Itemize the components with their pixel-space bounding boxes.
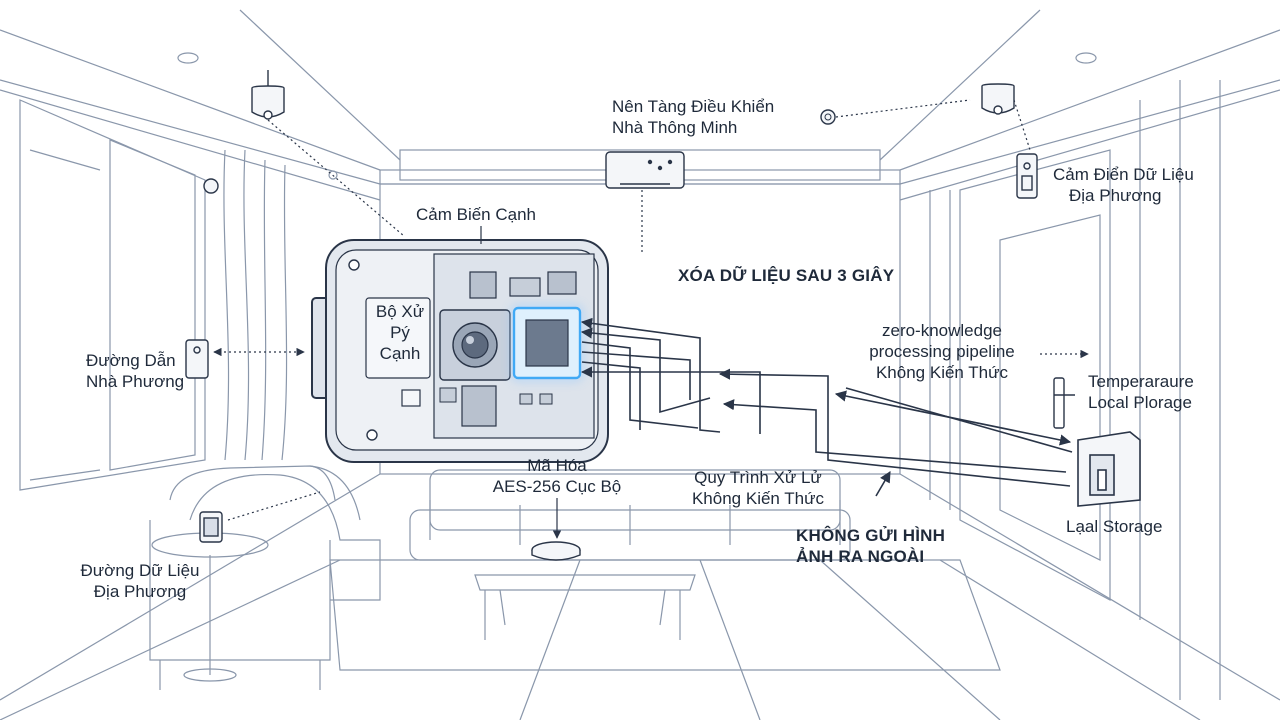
temperature-label: Temperaraure Local Plorage: [1088, 372, 1194, 412]
zk-process-label: Quy Trình Xử Lử Không Kiến Thức: [691, 468, 825, 508]
door-handle: [1053, 377, 1075, 429]
ceiling-camera-left: [251, 70, 285, 120]
leader-lines: [213, 99, 1089, 539]
wall-switch: [185, 339, 209, 379]
data-flow-paths: [580, 317, 1073, 497]
pipeline-label: zero-knowledge processing pipeline Không…: [869, 321, 1015, 382]
ceiling-camera-right: [981, 83, 1015, 115]
home-path-label: Đường Dẫn Nhà Phương: [86, 351, 185, 391]
edge-processor-label: Bộ Xử Pý Cạnh: [375, 302, 425, 363]
no-send-notice: KHÔNG GỬI HÌNH ẢNH RA NGOÀI: [796, 526, 946, 566]
delete-notice: XÓA DỮ LIỆU SAU 3 GIÂY: [678, 266, 895, 285]
smart-home-hub: [605, 151, 685, 189]
smart-speaker: [531, 541, 581, 561]
edge-sensor-label: Cảm Biến Cạnh: [416, 205, 537, 224]
platform-label: Nên Tàng Điều Khiển Nhà Thông Minh: [612, 97, 775, 137]
encryption-label: Mã Hóa AES-256 Cục Bộ: [492, 456, 622, 496]
tabletop-sensor: [199, 511, 223, 543]
edge-device: [311, 239, 609, 463]
local-storage-label: Lạal Storage: [1066, 517, 1163, 536]
local-data-sensor-label: Cảm Điển Dữ Liệu Địa Phương: [1053, 165, 1194, 205]
local-storage-device: [1077, 431, 1141, 507]
secure-processor-chip: [512, 306, 582, 380]
local-data-path-label: Đường Dữ Liệu Địa Phương: [80, 561, 200, 601]
door-sensor: [1016, 153, 1038, 199]
wall-sensor-left: [203, 178, 219, 194]
ceiling-sensor: [820, 109, 836, 125]
